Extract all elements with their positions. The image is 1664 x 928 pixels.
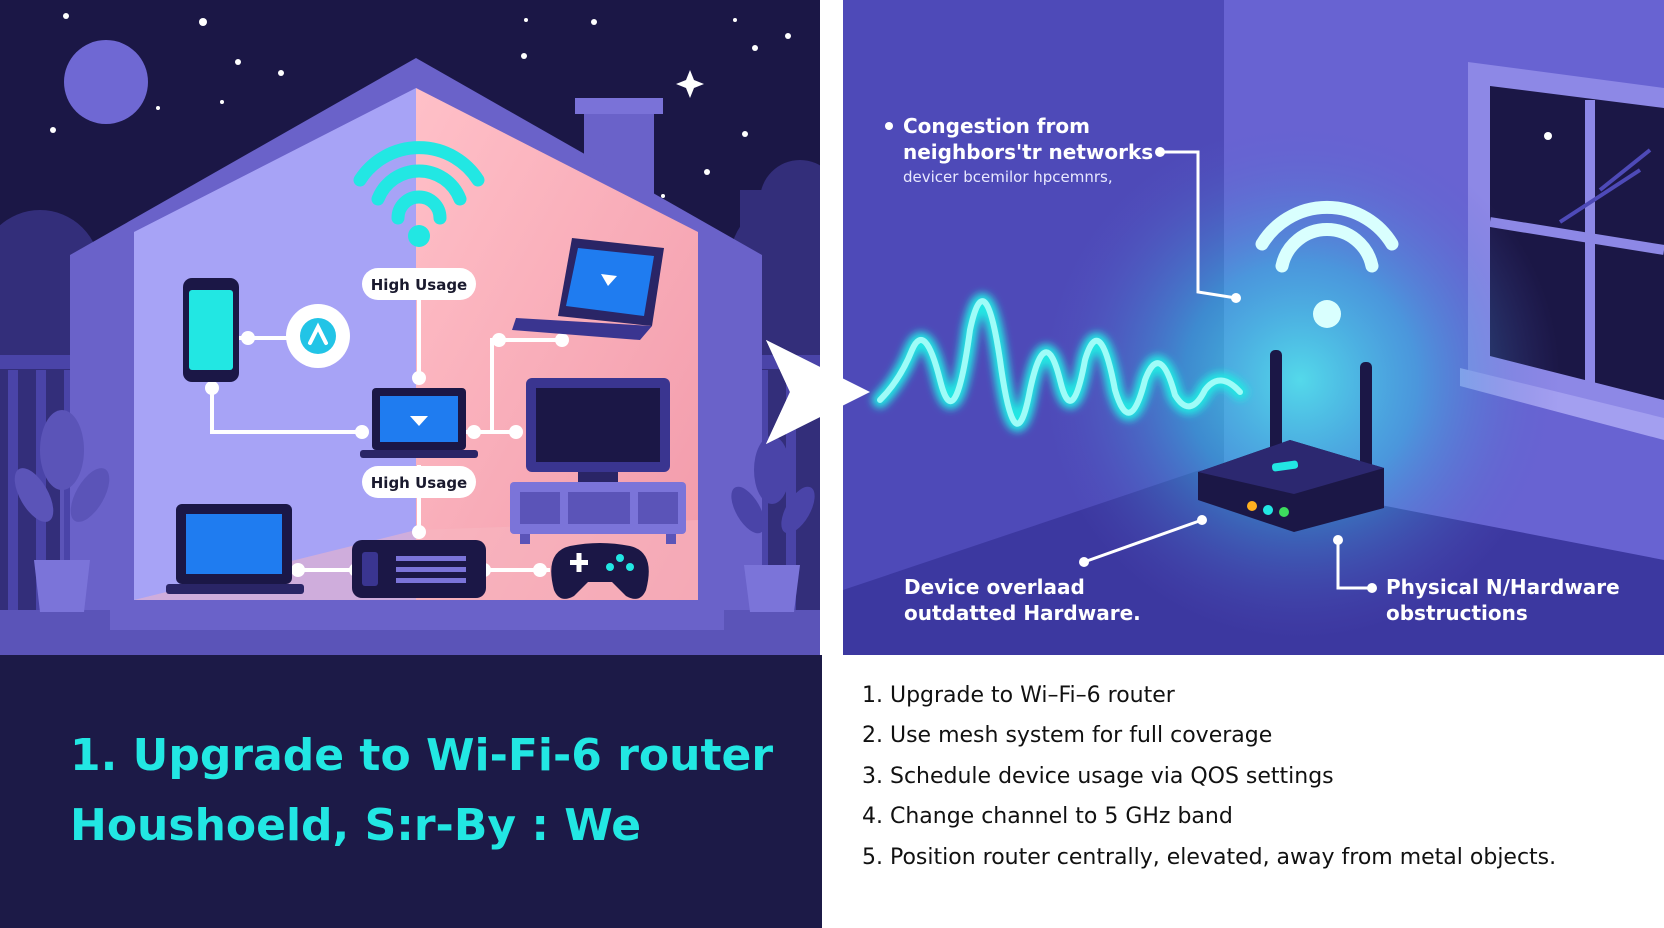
callout-physical: obstructions — [1386, 601, 1528, 625]
app-icon — [286, 304, 350, 368]
sparkle-icon — [676, 70, 704, 98]
router-icon — [1198, 350, 1384, 532]
callout-overload: outdatted Hardware. — [904, 601, 1141, 625]
tv-icon — [510, 378, 686, 544]
wifi-icon — [1255, 200, 1399, 273]
callout-lines — [1083, 150, 1372, 590]
room-left — [134, 88, 416, 600]
moon — [64, 40, 148, 124]
usage-label: High Usage — [371, 276, 467, 294]
callout-congestion: neighbors'tr networks — [903, 140, 1153, 164]
house-base — [110, 600, 724, 630]
plant-left — [14, 410, 110, 612]
wifi-icon — [353, 141, 485, 225]
callout-dots — [885, 122, 1377, 593]
laptop-icon — [512, 238, 664, 340]
usage-badge: High Usage — [362, 466, 476, 498]
right-panel: Congestion from neighbors'tr networks de… — [822, 0, 1664, 928]
smartphone-icon — [183, 278, 239, 382]
step-item: 5. Position router centrally, elevated, … — [862, 845, 1556, 870]
gamepad-icon — [551, 543, 649, 599]
callout-congestion-sub: devicer bcemilor hpcemnrs, — [903, 168, 1113, 186]
signal-glow — [1040, 120, 1560, 640]
callout-overload: Device overlaad — [904, 575, 1085, 599]
panel-divider — [820, 0, 843, 655]
callout-physical: Physical N/Hardware — [1386, 575, 1620, 599]
headline-band — [0, 655, 822, 928]
headline-line-1: 1. Upgrade to Wi-Fi-6 router — [70, 730, 773, 781]
step-item: 1. Upgrade to Wi–Fi–6 router — [862, 683, 1176, 708]
step-item: 3. Schedule device usage via QOS setting… — [862, 764, 1334, 789]
headline-line-2: Houshoeld, S:r-By : We — [70, 800, 641, 851]
left-panel: High Usage High Usage — [0, 0, 850, 928]
step-item: 2. Use mesh system for full coverage — [862, 723, 1272, 748]
plant-right — [731, 436, 815, 612]
laptop-icon — [360, 388, 478, 458]
router-icon — [352, 540, 486, 598]
usage-label: High Usage — [371, 474, 467, 492]
usage-badge: High Usage — [362, 268, 476, 300]
steps-panel — [822, 655, 1664, 928]
step-item: 4. Change channel to 5 GHz band — [862, 804, 1233, 829]
stars — [29, 13, 791, 315]
laptop-icon — [166, 504, 304, 594]
callout-congestion: Congestion from — [903, 114, 1090, 138]
